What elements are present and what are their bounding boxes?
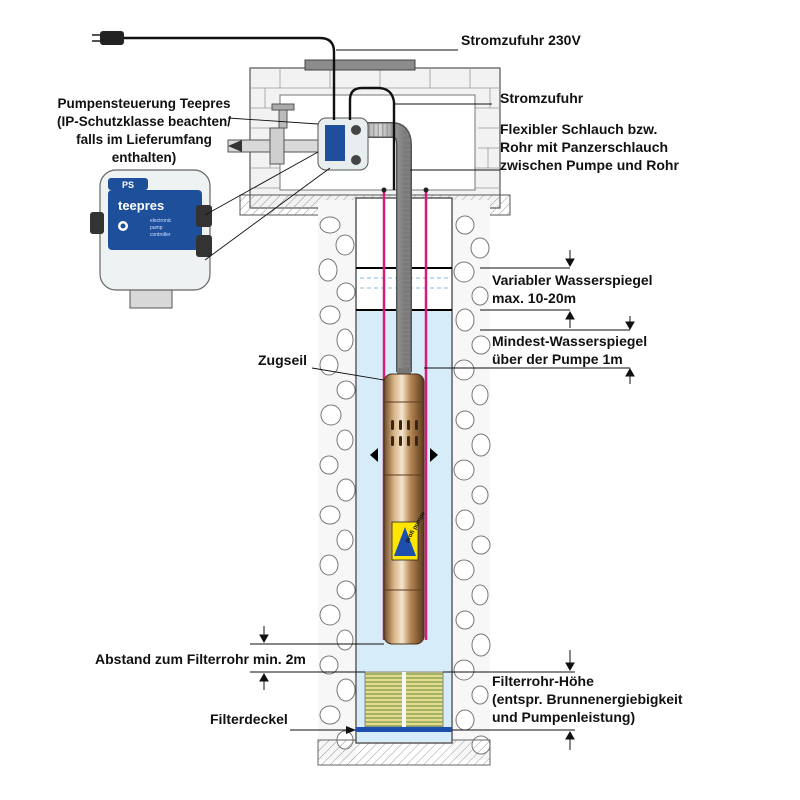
label-filter-height: Filterrohr-Höhe (entspr. Brunnenergiebig… bbox=[492, 673, 683, 725]
label-variable-water-level: Variabler Wasserspiegel max. 10-20m bbox=[492, 272, 653, 306]
filter-cover-arrow-icon bbox=[346, 726, 356, 734]
label-line: (IP-Schutzklasse beachten/ bbox=[57, 114, 231, 129]
controller-detail: PS teepres electronic pump controller bbox=[90, 169, 212, 309]
well-shaft bbox=[317, 200, 491, 766]
label-line: (entspr. Brunnenergiebigkeit bbox=[492, 691, 683, 707]
intake-arrow-left bbox=[370, 448, 378, 462]
intake-arrow-right bbox=[430, 448, 438, 462]
label-flexible-hose: Flexibler Schlauch bzw. Rohr mit Panzers… bbox=[500, 121, 679, 173]
filter-cover bbox=[356, 727, 452, 732]
label-pull-rope: Zugseil bbox=[258, 352, 307, 368]
controller-brand: teepres bbox=[118, 198, 164, 213]
label-line: Flexibler Schlauch bzw. bbox=[500, 121, 657, 137]
controller-badge: PS bbox=[122, 180, 134, 190]
power-cable bbox=[92, 31, 396, 190]
leader-lines bbox=[204, 49, 630, 731]
label-power-230v: Stromzufuhr 230V bbox=[461, 32, 581, 48]
controller-text-line: controller bbox=[150, 232, 171, 238]
label-line: Rohr mit Panzerschlauch bbox=[500, 139, 668, 155]
filter-pipe bbox=[356, 671, 452, 732]
label-line: und Pumpenleistung) bbox=[492, 709, 635, 725]
label-filter-cover: Filterdeckel bbox=[210, 711, 288, 727]
power-plug-icon bbox=[100, 31, 124, 45]
label-line: max. 10-20m bbox=[492, 290, 576, 306]
label-line: zwischen Pumpe und Rohr bbox=[500, 157, 679, 173]
outlet-plumbing bbox=[227, 103, 321, 165]
label-line: enthalten) bbox=[112, 150, 177, 165]
dimension-arrows bbox=[259, 250, 635, 750]
label-line: Mindest-Wasserspiegel bbox=[492, 333, 647, 349]
label-pump-control: Pumpensteuerung Teepres (IP-Schutzklasse… bbox=[57, 96, 231, 165]
controller-small bbox=[317, 117, 369, 171]
label-line: Filterrohr-Höhe bbox=[492, 673, 594, 689]
submersible-pump: profi pumpe bbox=[383, 368, 427, 645]
label-min-water-level: Mindest-Wasserspiegel über der Pumpe 1m bbox=[492, 333, 647, 367]
flexible-hose bbox=[355, 122, 412, 372]
label-line: Variabler Wasserspiegel bbox=[492, 272, 653, 288]
label-line: Pumpensteuerung Teepres bbox=[57, 96, 230, 111]
label-line: falls im Lieferumfang bbox=[76, 132, 212, 147]
controller-text-line: electronic bbox=[150, 218, 172, 224]
label-line: über der Pumpe 1m bbox=[492, 351, 623, 367]
label-power-supply: Stromzufuhr bbox=[500, 90, 584, 106]
outlet-arrow-icon bbox=[228, 140, 242, 152]
controller-text-line: pump bbox=[150, 225, 163, 231]
label-filter-distance: Abstand zum Filterrohr min. 2m bbox=[95, 651, 306, 667]
